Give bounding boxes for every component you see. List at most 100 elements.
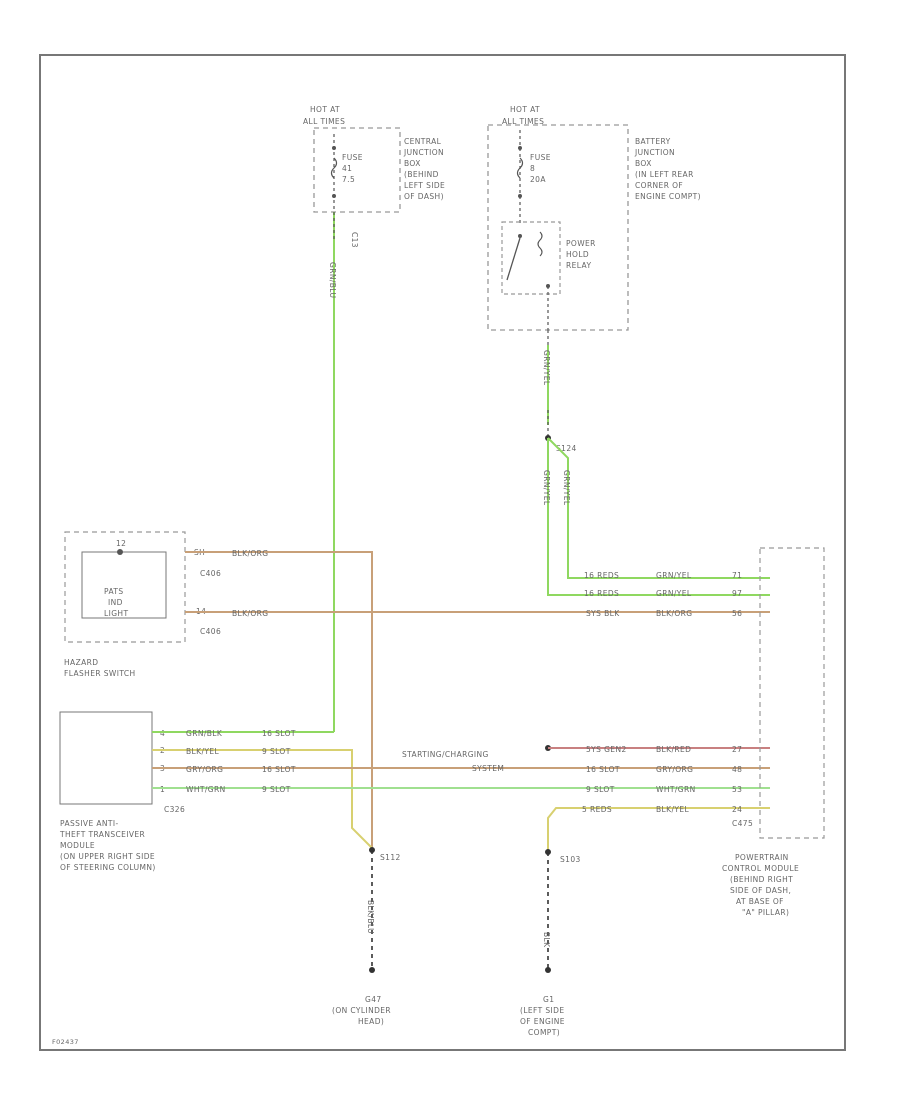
- pcm-right-red: 9 SLOT: [586, 785, 615, 794]
- fuse-left-number: 41: [342, 164, 352, 173]
- fuse-left-box: [313, 127, 401, 213]
- pcm-wire-color: GRN/YEL: [656, 589, 692, 598]
- starting-label: SYSTEM: [472, 764, 504, 773]
- ground-right-line: COMPT): [528, 1028, 560, 1037]
- pcm-wire-color: GRN/YEL: [656, 571, 692, 580]
- figure-id: F02437: [52, 1038, 79, 1046]
- pcm-title-line: "A" PILLAR): [742, 908, 789, 917]
- wire-blk-org-1: [185, 551, 373, 848]
- pats-wire-color: GRY/ORG: [186, 765, 223, 774]
- pats-light-line: IND: [108, 598, 123, 607]
- fuse-right-number: 8: [530, 164, 535, 173]
- fuse-right-box-line: JUNCTION: [634, 148, 675, 157]
- pats-wire-mid: 16 SLOT: [262, 729, 296, 738]
- fuse-right-hot-when: ALL TIMES: [502, 117, 544, 126]
- pats-title-line: MODULE: [60, 841, 95, 850]
- diagram-frame: [39, 54, 846, 1051]
- fuse-right-amperage: 20A: [530, 175, 546, 184]
- pats-light-line: PATS: [104, 587, 124, 596]
- ground-left-line: HEAD): [358, 1017, 384, 1026]
- ground-g47: [369, 967, 375, 973]
- pats-light-line: LIGHT: [104, 609, 128, 618]
- wire-label: SYS BLK: [586, 609, 620, 618]
- ground-left-line: (ON CYLINDER: [332, 1006, 391, 1015]
- pcm-wire-pin: 71: [732, 571, 742, 580]
- hazard-conn2: C406: [200, 627, 221, 636]
- ground-wire-label: BLK/BLU: [366, 900, 375, 934]
- pcm-title-line: CONTROL MODULE: [722, 864, 799, 873]
- ground-g1: [545, 967, 551, 973]
- pats-wire-mid: 9 SLOT: [262, 785, 291, 794]
- wire-color-label: GRN/YEL: [542, 350, 551, 386]
- powertrain-control-module: C475 POWERTRAIN CONTROL MODULE (BEHIND R…: [722, 547, 825, 917]
- pcm-title-line: POWERTRAIN: [735, 853, 789, 862]
- pats-title-line: OF STEERING COLUMN): [60, 863, 156, 872]
- wire-label: BLK/ORG: [656, 609, 693, 618]
- pcm-right-pin: 48: [732, 765, 742, 774]
- fuse-left-box-line: OF DASH): [404, 192, 444, 201]
- ground-left-line: G47: [365, 995, 382, 1004]
- hazard-conn1: C406: [200, 569, 221, 578]
- fuse-left-hot-at: HOT AT: [310, 105, 340, 114]
- pcm-right-color: WHT/GRN: [656, 785, 696, 794]
- branch-label: GRN/YEL: [562, 470, 571, 506]
- splice-label: S124: [556, 444, 577, 453]
- pats-wire-mid: 9 SLOT: [262, 747, 291, 756]
- fuse-left-box-line: (BEHIND: [404, 170, 439, 179]
- pats-title-line: PASSIVE ANTI-: [60, 819, 119, 828]
- pcm-title-line: AT BASE OF: [736, 897, 784, 906]
- ground-right-line: G1: [543, 995, 554, 1004]
- pats-title-line: THEFT TRANSCEIVER: [59, 830, 145, 839]
- splice-label: S112: [380, 853, 401, 862]
- wire-color-label: GRN/BLU: [328, 262, 337, 298]
- pats-wire-color: WHT/GRN: [186, 785, 226, 794]
- fuse-right-box-line: BATTERY: [635, 137, 671, 146]
- pcm-title-line: SIDE OF DASH,: [730, 886, 791, 895]
- hazard-flasher-switch: 12 PATS IND LIGHT HAZARD FLASHER SWITCH …: [64, 531, 221, 678]
- pcm-bottom-color: BLK/YEL: [656, 805, 689, 814]
- relay-label-line: RELAY: [566, 261, 591, 270]
- starting-label: STARTING/CHARGING: [402, 750, 489, 759]
- fuse-right-label: FUSE: [530, 153, 551, 162]
- fuse-left-box-line: CENTRAL: [404, 137, 442, 146]
- pcm-connector: C475: [732, 819, 753, 828]
- splice-label: S103: [560, 855, 581, 864]
- fuse-right-box-line: ENGINE COMPT): [635, 192, 701, 201]
- fuse-right-box-line: CORNER OF: [635, 181, 683, 190]
- pcm-bottom-pin: 24: [732, 805, 742, 814]
- pats-title-line: (ON UPPER RIGHT SIDE: [60, 852, 155, 861]
- pcm-wire-red: 16 REDS: [584, 589, 619, 598]
- pats-transceiver-module: 4 2 3 1 C326 PASSIVE ANTI- THEFT TRANSCE…: [59, 711, 185, 872]
- pats-wire-mid: 16 SLOT: [262, 765, 296, 774]
- hazard-title-line: FLASHER SWITCH: [64, 669, 136, 678]
- fuse-left-box-line: LEFT SIDE: [404, 181, 445, 190]
- pcm-wire-pin: 97: [732, 589, 742, 598]
- fuse-right-box: [487, 124, 629, 331]
- fuse-left-box-line: JUNCTION: [403, 148, 444, 157]
- pcm-right-color: GRY/ORG: [656, 765, 693, 774]
- fuse-right-box-line: (IN LEFT REAR: [635, 170, 694, 179]
- pats-connector: C326: [164, 805, 185, 814]
- pcm-bottom-red: 5 REDS: [582, 805, 612, 814]
- wire-pin: 56: [732, 609, 742, 618]
- pcm-right-pin: 53: [732, 785, 742, 794]
- wire-label: BLK/ORG: [232, 549, 269, 558]
- fuse-right-hot-at: HOT AT: [510, 105, 540, 114]
- power-hold-relay: [501, 221, 561, 295]
- ground-right-line: OF ENGINE: [520, 1017, 565, 1026]
- pats-wire-color: GRN/BLK: [186, 729, 223, 738]
- fuse-left-hot-when: ALL TIMES: [303, 117, 345, 126]
- relay-label-line: HOLD: [566, 250, 589, 259]
- pcm-right-red: 16 SLOT: [586, 765, 620, 774]
- pats-wire-color: BLK/YEL: [186, 747, 219, 756]
- pcm-wire-red: 16 REDS: [584, 571, 619, 580]
- hazard-pin-top: 12: [116, 539, 126, 548]
- fuse-left-amperage: 7.5: [342, 175, 355, 184]
- pats-pin: 4: [160, 729, 165, 738]
- ground-wire-label: BLK: [542, 932, 551, 948]
- fuse-left-box-line: BOX: [404, 159, 421, 168]
- wire-label: BLK/ORG: [232, 609, 269, 618]
- fuse-right-box-line: BOX: [635, 159, 652, 168]
- pcm-right-pin: 27: [732, 745, 742, 754]
